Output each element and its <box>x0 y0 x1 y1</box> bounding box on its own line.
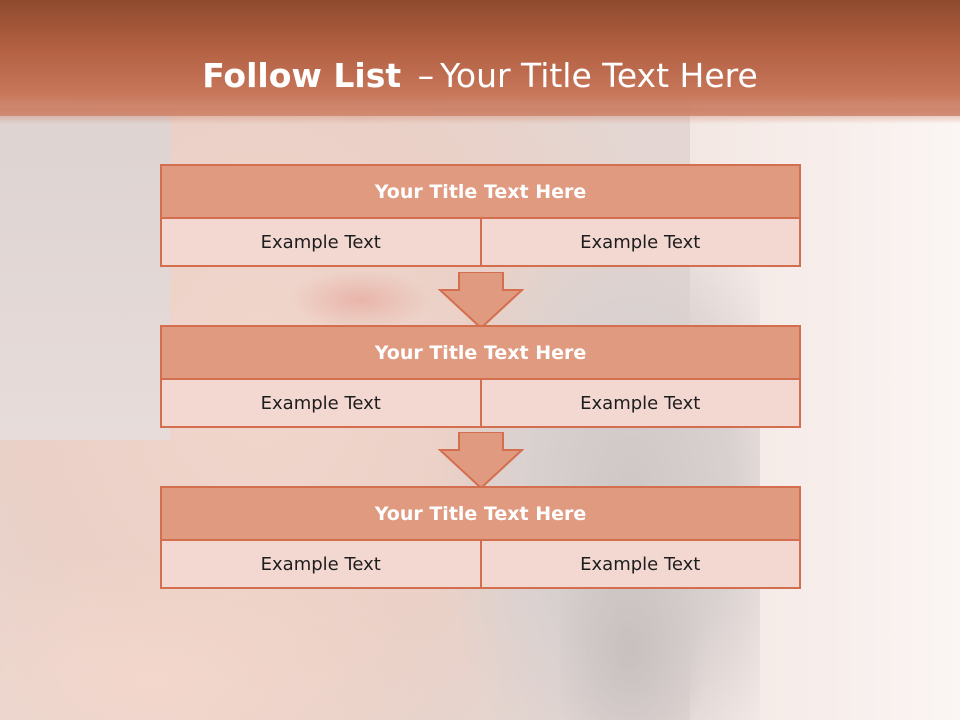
step-title-2: Your Title Text Here <box>160 325 801 380</box>
title-bold: Follow List <box>202 56 402 95</box>
title-bar <box>0 0 960 116</box>
slide-title: Follow List –Your Title Text Here <box>0 54 960 98</box>
step-cell-left-3: Example Text <box>160 539 482 589</box>
arrow-down-icon <box>438 272 524 330</box>
step-box-2: Your Title Text Here Example Text Exampl… <box>160 325 801 428</box>
step-row-2: Example Text Example Text <box>160 378 801 428</box>
step-box-1: Your Title Text Here Example Text Exampl… <box>160 164 801 267</box>
title-rest: Your Title Text Here <box>440 56 758 95</box>
step-cell-right-1: Example Text <box>479 217 801 267</box>
step-title-1: Your Title Text Here <box>160 164 801 219</box>
step-box-3: Your Title Text Here Example Text Exampl… <box>160 486 801 589</box>
title-separator: – <box>417 56 435 95</box>
step-row-3: Example Text Example Text <box>160 539 801 589</box>
arrow-down-icon <box>438 432 524 490</box>
step-cell-right-3: Example Text <box>479 539 801 589</box>
step-cell-left-1: Example Text <box>160 217 482 267</box>
step-title-3: Your Title Text Here <box>160 486 801 541</box>
step-row-1: Example Text Example Text <box>160 217 801 267</box>
step-cell-right-2: Example Text <box>479 378 801 428</box>
step-cell-left-2: Example Text <box>160 378 482 428</box>
